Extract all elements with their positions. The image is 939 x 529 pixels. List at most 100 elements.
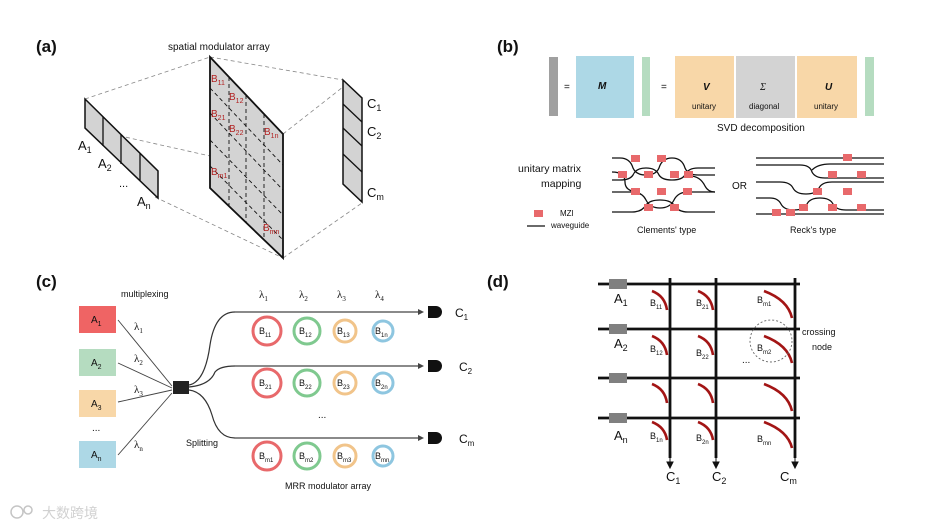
input-wavelength-label: λ1	[134, 321, 143, 335]
microring-resonator	[292, 368, 322, 398]
input-source-box	[79, 306, 116, 333]
panel-c-label: (c)	[36, 272, 57, 291]
microring-resonator	[332, 318, 358, 344]
input-wavelength-label: λ3	[134, 384, 143, 398]
microring-label: B22	[299, 378, 312, 391]
photodetector-icon	[428, 360, 442, 372]
input-source-label: A3	[91, 399, 102, 412]
microring-label: B1n	[375, 326, 388, 339]
grid-output-label: Cm	[780, 469, 797, 486]
mrr-array-caption: MRR modulator array	[285, 481, 372, 491]
grid-cell-label: B21	[696, 298, 709, 311]
splitter-block	[173, 381, 189, 394]
grid-output-label: C2	[712, 469, 726, 486]
microring-label: B13	[337, 326, 350, 339]
input-source-label: A1	[91, 315, 102, 328]
b-label-mn: Bmn	[263, 223, 280, 236]
panel-b: (b) = M = V unitary Σ diagonal U unitary…	[497, 37, 884, 235]
b-label-11: B11	[211, 74, 225, 87]
b-label-1n: B1n	[264, 127, 279, 140]
legend-waveguide-label: waveguide	[550, 221, 590, 230]
input-source-box	[79, 349, 116, 376]
svd-caption: SVD decomposition	[717, 123, 805, 134]
legend-mzi-label: MZI	[560, 209, 574, 218]
column-wavelength-label: λ2	[299, 289, 308, 303]
reck-mzis	[772, 154, 866, 216]
input-an: An	[137, 194, 151, 211]
grid-input-label: A1	[614, 291, 628, 308]
panel-a-label: (a)	[36, 37, 57, 56]
panel-d-label: (d)	[487, 272, 509, 291]
splitting-label: Splitting	[186, 438, 218, 448]
equals-1: =	[564, 82, 570, 93]
matrix-u-sub: unitary	[814, 102, 838, 111]
input-ports	[609, 279, 627, 423]
microring-resonator	[371, 319, 395, 343]
microring-resonator	[251, 315, 283, 347]
column-waveguides	[668, 278, 797, 458]
bus-arrow	[418, 309, 424, 315]
input-source-box	[79, 441, 116, 468]
matrix-v-sub: unitary	[692, 102, 716, 111]
watermark: 大数跨境	[10, 505, 98, 522]
microring-label: Bmn	[375, 451, 389, 464]
microring-resonator	[251, 440, 283, 472]
equals-2: =	[661, 82, 667, 93]
grid-cell-label: B2n	[696, 433, 709, 446]
grid-input-label: A2	[614, 336, 628, 353]
matrix-m-label: M	[598, 81, 607, 92]
grid-cell-label: Bm1	[757, 295, 772, 308]
photodetector-icon	[428, 306, 442, 318]
microring-label: B2n	[375, 378, 388, 391]
panel-b-label: (b)	[497, 37, 519, 56]
modulator-plane: B11 B12 B21 B22 B1n Bm1 Bmn	[209, 54, 284, 261]
clements-mesh	[611, 157, 716, 213]
microring-resonator	[251, 367, 283, 399]
microring-resonator	[332, 370, 358, 396]
input-dots: ...	[119, 178, 128, 190]
column-wavelength-label: λ4	[375, 289, 384, 303]
matrix-v	[675, 56, 734, 118]
vector-out-bar	[549, 57, 558, 116]
microring-resonator	[371, 444, 395, 468]
output-arrows	[666, 458, 799, 470]
column-wavelength-label: λ3	[337, 289, 346, 303]
matrix-u	[797, 56, 857, 118]
input-a2: A2	[98, 156, 112, 173]
watermark-text: 大数跨境	[42, 506, 98, 522]
panel-a-title: spatial modulator array	[168, 42, 270, 53]
microring-label: Bm1	[259, 451, 274, 464]
grid-cell-label: B22	[696, 348, 709, 361]
microring-resonator	[292, 441, 322, 471]
row-output-label: C2	[459, 360, 473, 376]
microring-label: B23	[337, 378, 350, 391]
matrix-sigma-sub: diagonal	[749, 102, 779, 111]
input-wavelength-label: λn	[134, 439, 143, 453]
b-label-22: B22	[229, 124, 244, 137]
output-array	[342, 78, 363, 204]
b-label-m1: Bm1	[211, 167, 228, 180]
vector-right-bar	[865, 57, 874, 116]
panel-a: (a) spatial modulator array	[36, 37, 384, 261]
crossing-line-2: node	[812, 342, 832, 352]
input-array	[84, 97, 159, 200]
input-source-label: An	[91, 450, 102, 463]
grid-cell-label: B1n	[650, 431, 663, 444]
crossing-node-marker	[749, 319, 793, 363]
row-waveguides	[598, 282, 800, 420]
clements-mzis	[618, 155, 693, 211]
clements-caption: Clements' type	[637, 225, 696, 235]
microring-label: Bm2	[299, 451, 314, 464]
mapping-line-1: unitary matrix	[518, 163, 582, 175]
watermark-logo-icon	[10, 505, 24, 519]
output-c2: C2	[367, 124, 381, 141]
split-curves	[188, 311, 236, 439]
microring-label: B21	[259, 378, 272, 391]
c-input-dots: ...	[92, 423, 100, 434]
grid-input-label: An	[614, 428, 628, 445]
